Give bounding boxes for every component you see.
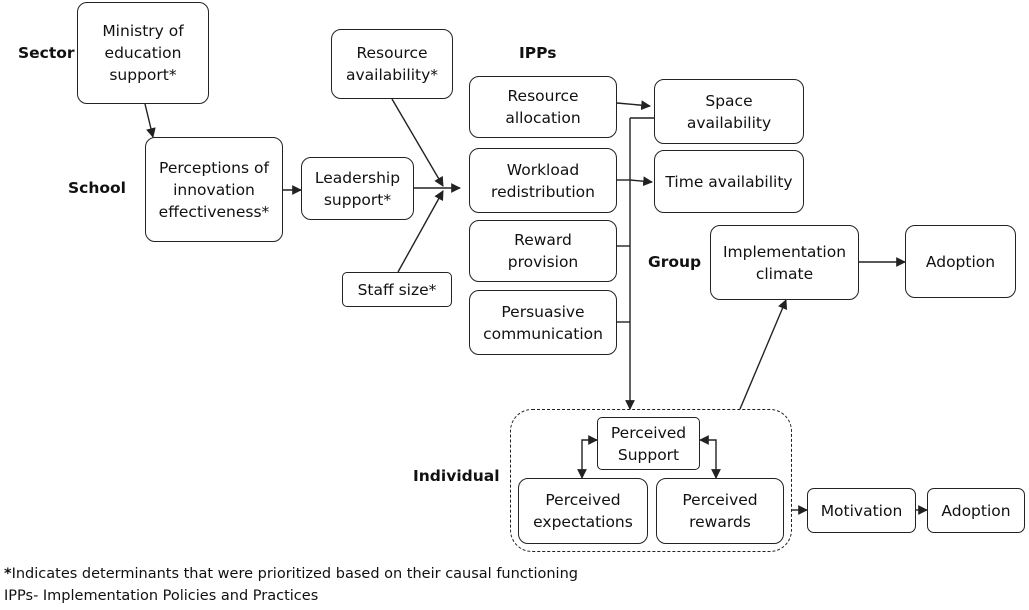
- arrow-allocation-to-space: [616, 100, 651, 111]
- node-space-availability: Space availability: [654, 79, 804, 144]
- level-label-sector: Sector: [18, 44, 75, 62]
- arrow-workload-to-time: [629, 176, 653, 187]
- node-persuasive-communication: Persuasive communication: [469, 290, 617, 355]
- arrow-support-rewards: [699, 435, 721, 479]
- node-workload-redistribution: Workload redistribution: [469, 148, 617, 213]
- footnote-prioritized: *Indicates determinants that were priori…: [4, 566, 578, 582]
- node-perceived-expectations: Perceived expectations: [518, 478, 648, 544]
- arrow-ministry-to-perceptions: [144, 103, 156, 138]
- arrow-resource-availability-to-ipps: [391, 98, 444, 187]
- level-label-ipps: IPPs: [519, 44, 557, 62]
- node-perceived-rewards: Perceived rewards: [656, 478, 784, 544]
- arrow-individual-to-climate: [739, 299, 788, 410]
- arrow-support-expectations: [577, 435, 598, 479]
- footnote-star: *: [4, 566, 12, 582]
- arrow-staff-size-to-ipps: [397, 190, 444, 273]
- node-resource-allocation: Resource allocation: [469, 76, 617, 138]
- node-staff-size: Staff size*: [342, 272, 452, 307]
- footnote-prioritized-text: Indicates determinants that were priorit…: [11, 566, 578, 582]
- level-label-individual: Individual: [413, 467, 500, 485]
- footnote-ipps-definition: IPPs- Implementation Policies and Practi…: [4, 588, 319, 604]
- node-motivation: Motivation: [807, 488, 916, 533]
- individual-level-group: [510, 409, 792, 552]
- node-reward-provision: Reward provision: [469, 220, 617, 282]
- node-resource-availability: Resource availability*: [331, 29, 453, 99]
- level-label-school: School: [68, 179, 126, 197]
- level-label-group: Group: [648, 253, 702, 271]
- node-perceptions-of-innovation-effectiveness: Perceptions of innovation effectiveness*: [145, 137, 283, 242]
- node-adoption-group: Adoption: [905, 225, 1016, 298]
- node-implementation-climate: Implementation climate: [710, 225, 859, 300]
- node-adoption-individual: Adoption: [927, 488, 1025, 533]
- node-perceived-support: Perceived Support: [597, 417, 700, 470]
- node-leadership-support: Leadership support*: [301, 157, 414, 220]
- node-time-availability: Time availability: [654, 150, 804, 213]
- node-ministry-of-education-support: Ministry of education support*: [77, 2, 209, 104]
